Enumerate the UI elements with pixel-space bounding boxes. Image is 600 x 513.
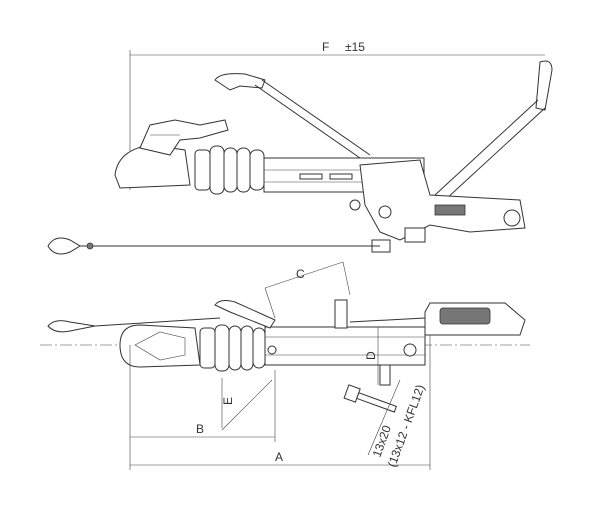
bellows-top [199,324,266,372]
bolt-spec-alt-label: (13x12 - KFL12) [385,383,428,469]
cable-eyelet [47,237,81,255]
drawbar-tube-top [264,326,426,366]
brake-bracket [359,159,526,241]
coupling-head-top [119,324,201,368]
coupling-handle [139,119,229,156]
bolt [343,384,398,413]
hand-grip [214,73,266,91]
dimension-label-a: A [275,450,283,464]
dimension-label-b: B [196,422,204,436]
dimension-label-f: F [322,40,329,54]
dimension-line-c [264,261,344,289]
dimension-label-e: E [221,397,235,405]
handle-bar [254,79,371,159]
hand-grip-top [214,300,276,329]
cable-eyelet-top [47,320,96,333]
handbrake-grip [535,60,553,111]
dimension-label-c: C [296,267,305,281]
bellows [194,145,265,195]
side-view: F ±15 [47,40,553,255]
coupling-head [114,144,191,189]
top-view: C D E B A 13x20 (13x12 - KFL12) [40,261,530,470]
handbrake-lever [434,99,546,201]
dimension-tolerance-f: ±15 [345,40,365,54]
dimension-label-d: D [364,351,378,360]
